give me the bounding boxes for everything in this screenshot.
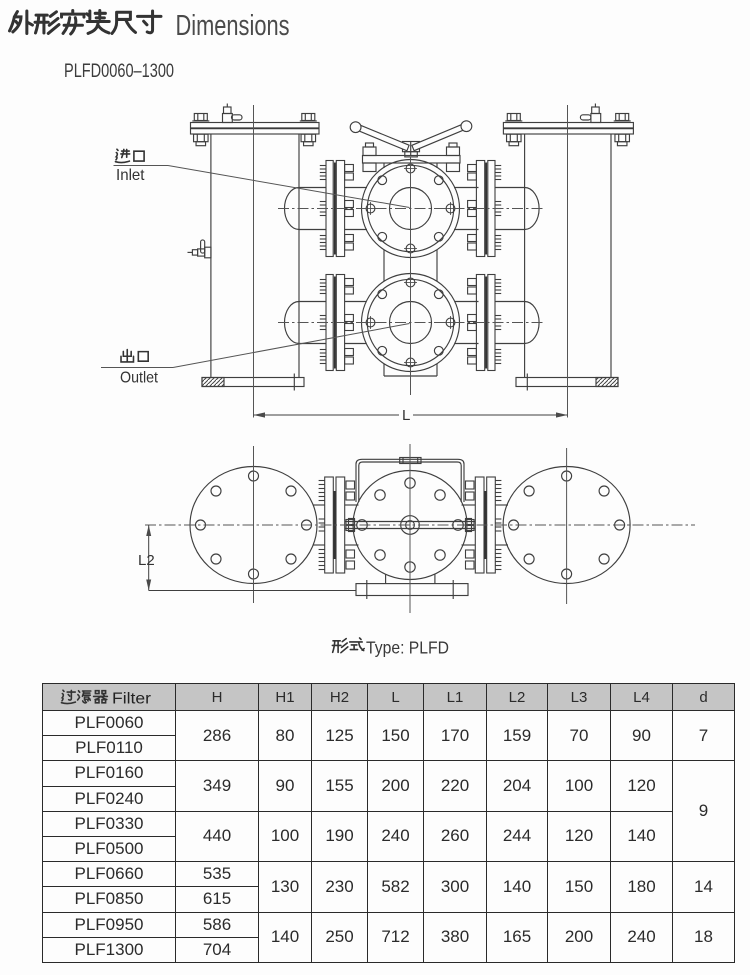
svg-text:Filter: Filter — [112, 691, 151, 708]
svg-text:L2: L2 — [138, 552, 155, 569]
svg-text:Outlet: Outlet — [120, 370, 158, 387]
svg-text:Dimensions: Dimensions — [176, 10, 290, 42]
svg-text:PLFD0060–1300: PLFD0060–1300 — [64, 60, 174, 82]
svg-text:Type: PLFD: Type: PLFD — [366, 638, 449, 658]
svg-text:L: L — [402, 407, 410, 424]
svg-text:Inlet: Inlet — [116, 167, 145, 184]
